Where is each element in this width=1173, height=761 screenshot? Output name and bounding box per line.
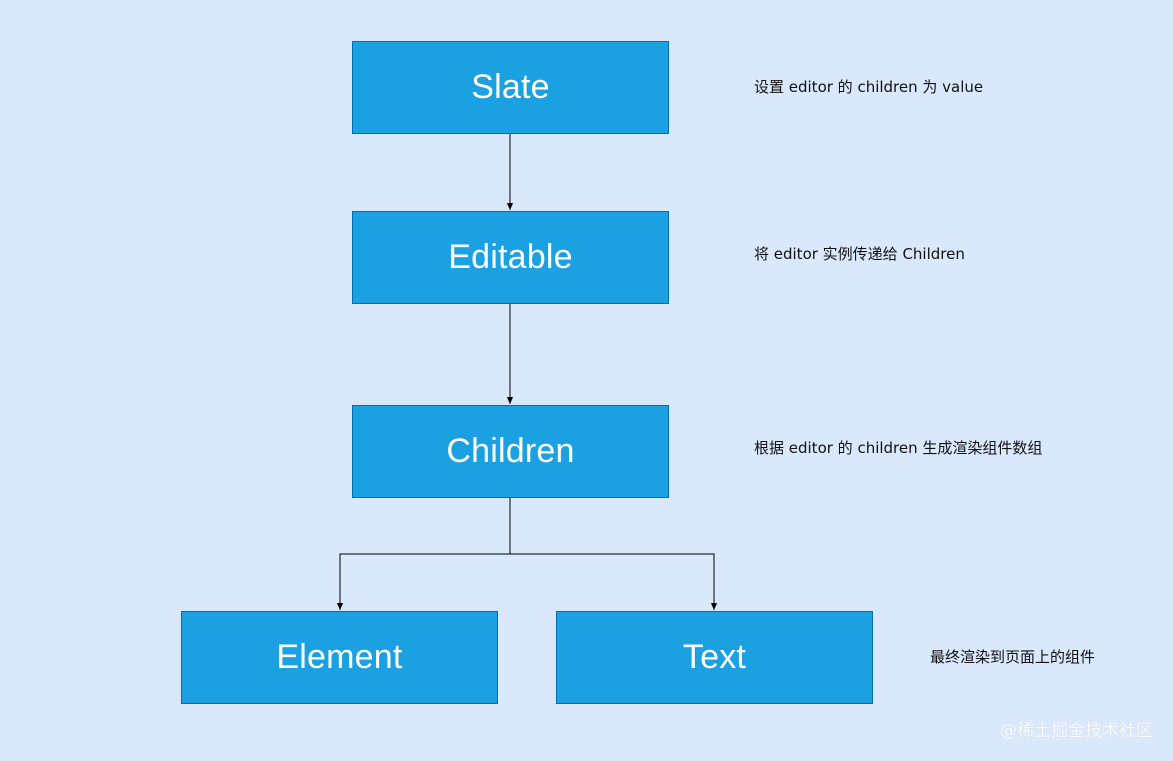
node-slate: Slate [352, 41, 669, 134]
note-leaves: 最终渲染到页面上的组件 [930, 648, 1096, 666]
node-editable: Editable [352, 211, 669, 304]
node-text-label: Text [682, 638, 747, 676]
note-editable: 将 editor 实例传递给 Children [754, 245, 965, 263]
edge-children-text [510, 553, 718, 610]
node-element-label: Element [276, 638, 403, 676]
edge-children-element [336, 497, 511, 610]
note-children: 根据 editor 的 children 生成渲染组件数组 [754, 439, 1043, 457]
node-slate-label: Slate [471, 68, 550, 106]
node-children-label: Children [446, 432, 575, 470]
node-text: Text [556, 611, 873, 704]
node-element: Element [181, 611, 498, 704]
node-editable-label: Editable [448, 238, 573, 276]
watermark-text: @稀土掘金技术社区 [1000, 721, 1153, 741]
note-slate: 设置 editor 的 children 为 value [754, 78, 984, 96]
node-children: Children [352, 405, 669, 498]
